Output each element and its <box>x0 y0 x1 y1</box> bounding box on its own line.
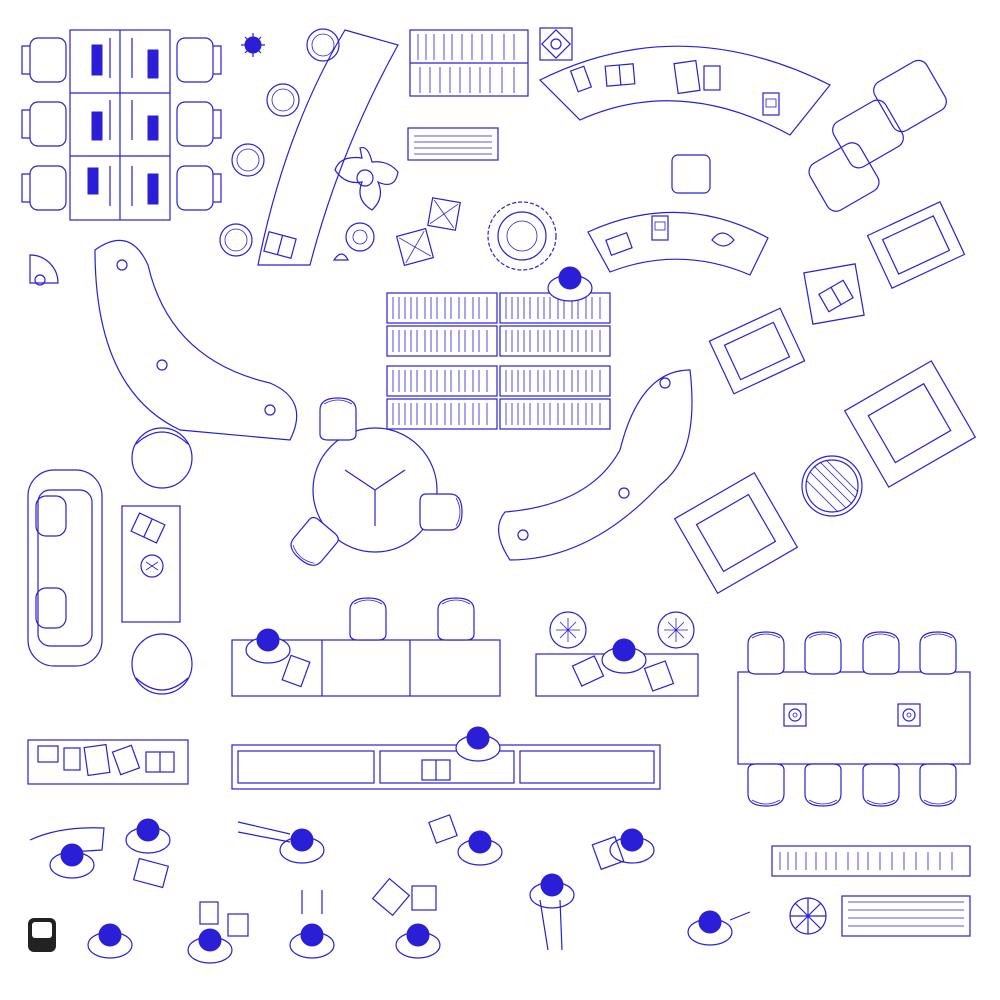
person-reading <box>547 266 593 302</box>
person-studying <box>245 628 291 664</box>
long-bench <box>231 744 661 790</box>
person-sitting <box>609 828 655 864</box>
low-shelf <box>771 845 971 877</box>
chair <box>919 763 957 807</box>
person-standing <box>457 830 503 866</box>
bookshelf <box>409 29 529 97</box>
round-poufs <box>219 28 340 257</box>
brand-mark-icon <box>28 918 56 952</box>
stool <box>437 597 475 641</box>
stool <box>419 493 463 531</box>
person-sitting <box>87 923 133 959</box>
square-pouf <box>671 154 711 194</box>
stool <box>285 514 342 572</box>
plant-icon <box>241 33 265 57</box>
open-book <box>604 63 636 87</box>
book-shelf <box>27 739 189 785</box>
bench <box>841 895 971 937</box>
desk-chair <box>21 165 67 211</box>
side-table <box>539 27 573 61</box>
person-walking <box>529 873 575 909</box>
chair <box>804 631 842 675</box>
desk-chair <box>176 101 222 147</box>
coffee-table <box>121 505 181 623</box>
person-sitting <box>49 843 95 879</box>
lounge-chair <box>131 633 193 695</box>
round-stools <box>549 611 695 649</box>
chair <box>919 631 957 675</box>
person-reading <box>125 818 171 854</box>
flower-plant-icon <box>789 897 827 935</box>
round-rug <box>487 201 557 271</box>
open-book <box>263 231 297 259</box>
person-lying <box>279 828 325 864</box>
person-sitting <box>289 923 335 959</box>
desk-chair <box>176 37 222 83</box>
floor-cushion <box>395 227 435 267</box>
round-table <box>312 427 438 553</box>
person-studying <box>601 638 647 674</box>
study-desk-cluster <box>69 29 171 221</box>
person-sitting <box>187 928 233 964</box>
round-side-table <box>345 222 375 252</box>
sofa <box>27 469 103 667</box>
stool <box>349 597 387 641</box>
bench <box>407 127 499 161</box>
chair <box>804 763 842 807</box>
open-book <box>818 279 854 313</box>
curved-bench <box>498 369 693 561</box>
conference-table <box>737 671 971 765</box>
desk-chair <box>21 37 67 83</box>
person-standing <box>687 910 733 946</box>
succulent-plant-icon <box>334 146 399 211</box>
chair <box>862 763 900 807</box>
person-reading <box>455 726 501 762</box>
wall-lamp <box>29 254 59 284</box>
person-sitting <box>395 923 441 959</box>
armchair <box>866 201 966 289</box>
curved-bench <box>94 239 298 441</box>
chair <box>862 631 900 675</box>
round-rug <box>801 455 863 517</box>
desk-chair <box>176 165 222 211</box>
central-bookshelves <box>386 292 611 430</box>
armchair <box>708 307 806 395</box>
stool <box>319 397 357 441</box>
desk-chair <box>21 101 67 147</box>
chair <box>747 631 785 675</box>
chair <box>747 763 785 807</box>
armchair <box>673 471 799 595</box>
floor-cushion <box>427 197 461 231</box>
curved-counter <box>257 29 399 266</box>
armchair <box>843 360 977 488</box>
floor-pillows <box>808 59 947 212</box>
side-table <box>803 263 865 325</box>
open-book <box>130 512 166 544</box>
curved-counter <box>587 211 769 276</box>
lounge-chair <box>131 427 193 489</box>
curved-counter <box>538 45 831 136</box>
